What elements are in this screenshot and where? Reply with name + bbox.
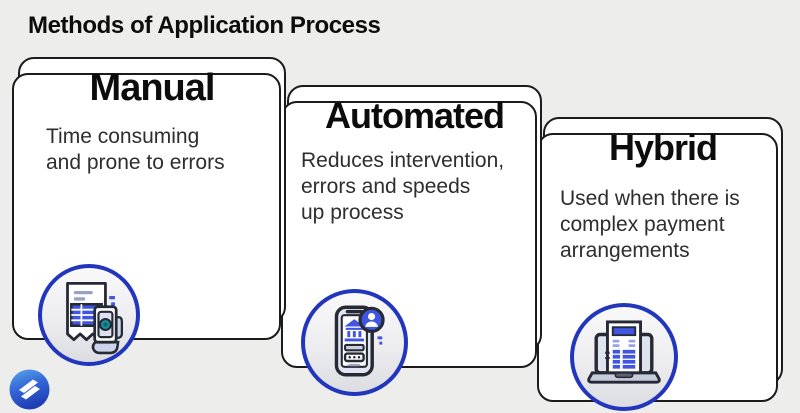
- receipt-scan-icon: [38, 264, 140, 366]
- receipt-scan-icon-art: [66, 281, 124, 355]
- card-manual-description: Time consuming and prone to errors: [46, 124, 225, 174]
- card-hybrid-title: Hybrid: [608, 127, 718, 168]
- card-automated-title: Automated: [325, 95, 505, 136]
- card-hybrid-description: Used when there is complex payment arran…: [560, 187, 740, 263]
- blue-flash-logo: [9, 369, 50, 410]
- laptop-invoice-icon-art: [587, 320, 661, 384]
- mobile-banking-icon: [301, 289, 408, 396]
- mobile-banking-icon-art: [334, 305, 385, 376]
- invoice-table: [612, 349, 636, 369]
- card-automated-description: Reduces intervention, errors and speeds …: [301, 149, 505, 225]
- invoice-dashes: [612, 339, 636, 347]
- laptop-invoice-icon: [570, 303, 678, 411]
- page-title: Methods of Application Process: [28, 12, 381, 39]
- bank-glyph: [343, 318, 364, 341]
- blue-flash-logo-art: [9, 369, 50, 410]
- card-manual-title: Manual: [89, 67, 216, 109]
